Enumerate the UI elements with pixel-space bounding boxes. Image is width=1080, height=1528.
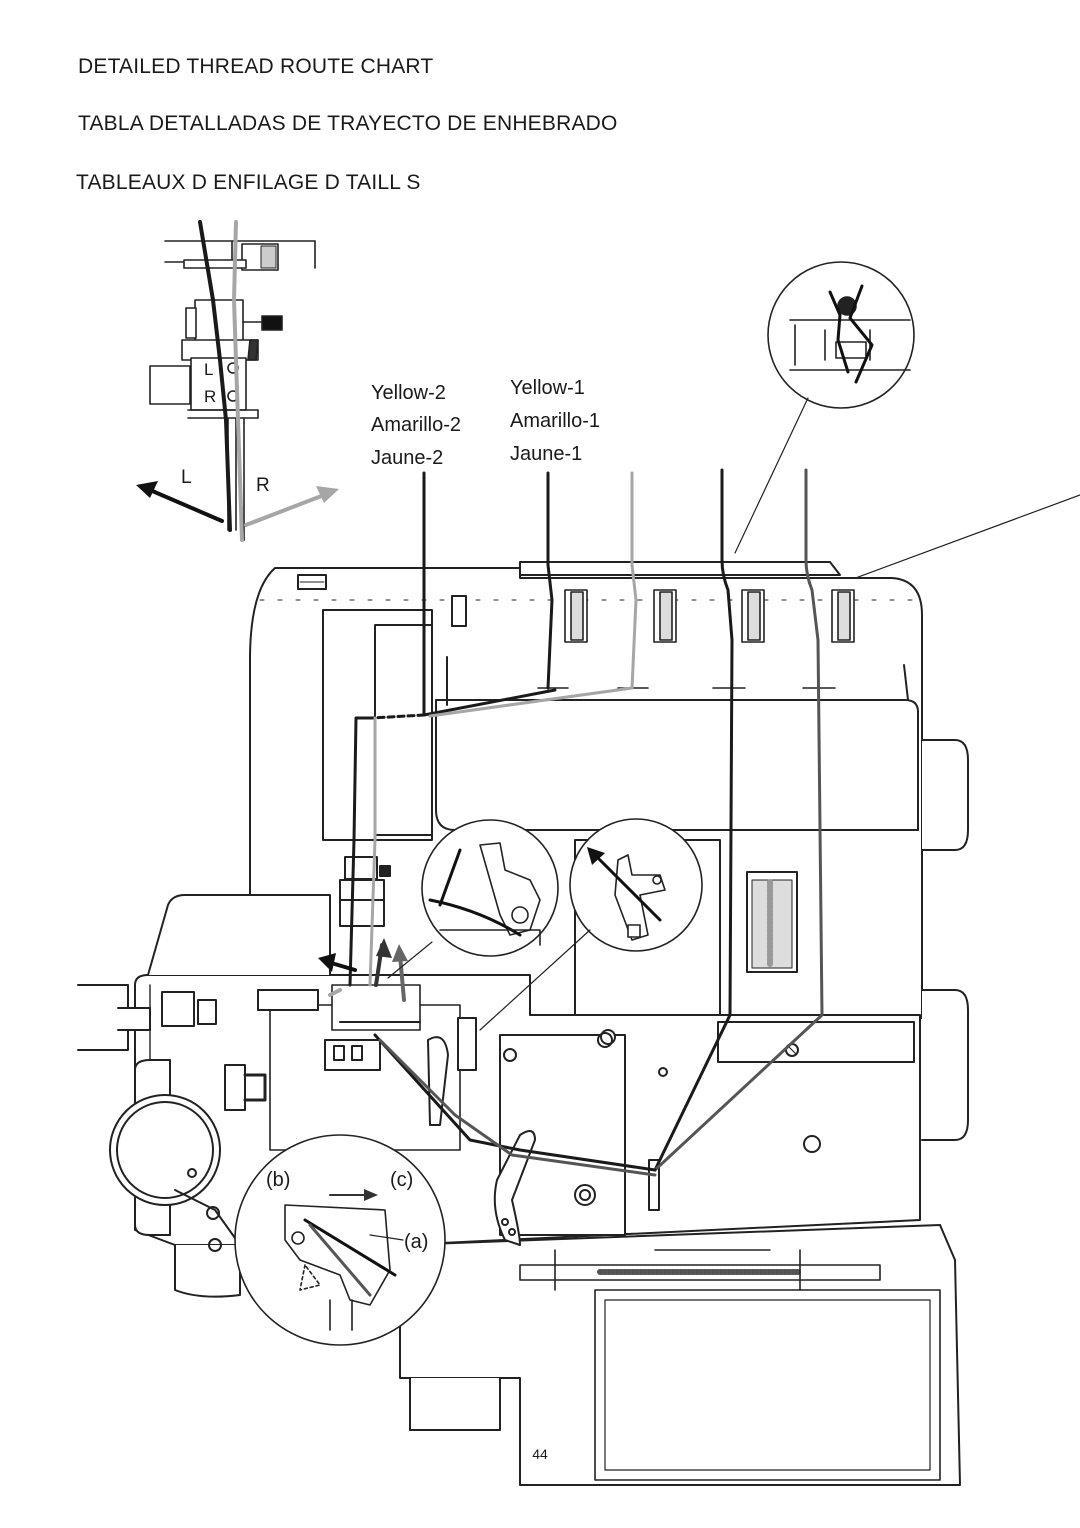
needle-arrows <box>136 481 339 527</box>
main-threads <box>318 468 824 1177</box>
page-number: 44 <box>532 1446 548 1462</box>
title-english: DETAILED THREAD ROUTE CHART <box>78 55 434 78</box>
tension-detail-circle <box>734 261 1080 621</box>
needle-threads <box>198 220 244 542</box>
thread-label-right-2: Amarillo-1 <box>510 410 601 432</box>
thread-label-left-3: Jaune-2 <box>371 447 444 469</box>
title-french: TABLEAUX D ENFILAGE D TAILL S <box>76 171 421 194</box>
looper-detail-circle <box>387 819 559 979</box>
guide-detail-circle <box>479 818 703 1031</box>
needle-clamp-label-right: R <box>204 387 217 406</box>
thread-label-left-2: Amarillo-2 <box>371 414 462 436</box>
thread-label-right-1: Yellow-1 <box>510 377 585 399</box>
tension-dials <box>564 589 855 643</box>
thread-label-right-3: Jaune-1 <box>510 443 583 465</box>
needle-label-left: L <box>181 467 192 488</box>
machine-body <box>77 561 969 1486</box>
detail-label-c: (c) <box>390 1169 414 1191</box>
needle-label-right: R <box>256 475 270 496</box>
detail-label-b: (b) <box>266 1169 291 1191</box>
title-spanish: TABLA DETALLADAS DE TRAYECTO DE ENHEBRAD… <box>78 112 618 135</box>
thread-label-left-1: Yellow-2 <box>371 382 446 404</box>
needle-clamp-label-left: L <box>204 360 214 379</box>
bottom-detail-circle <box>234 1134 446 1346</box>
detail-label-a: (a) <box>404 1231 429 1253</box>
needle-detail <box>149 240 316 541</box>
